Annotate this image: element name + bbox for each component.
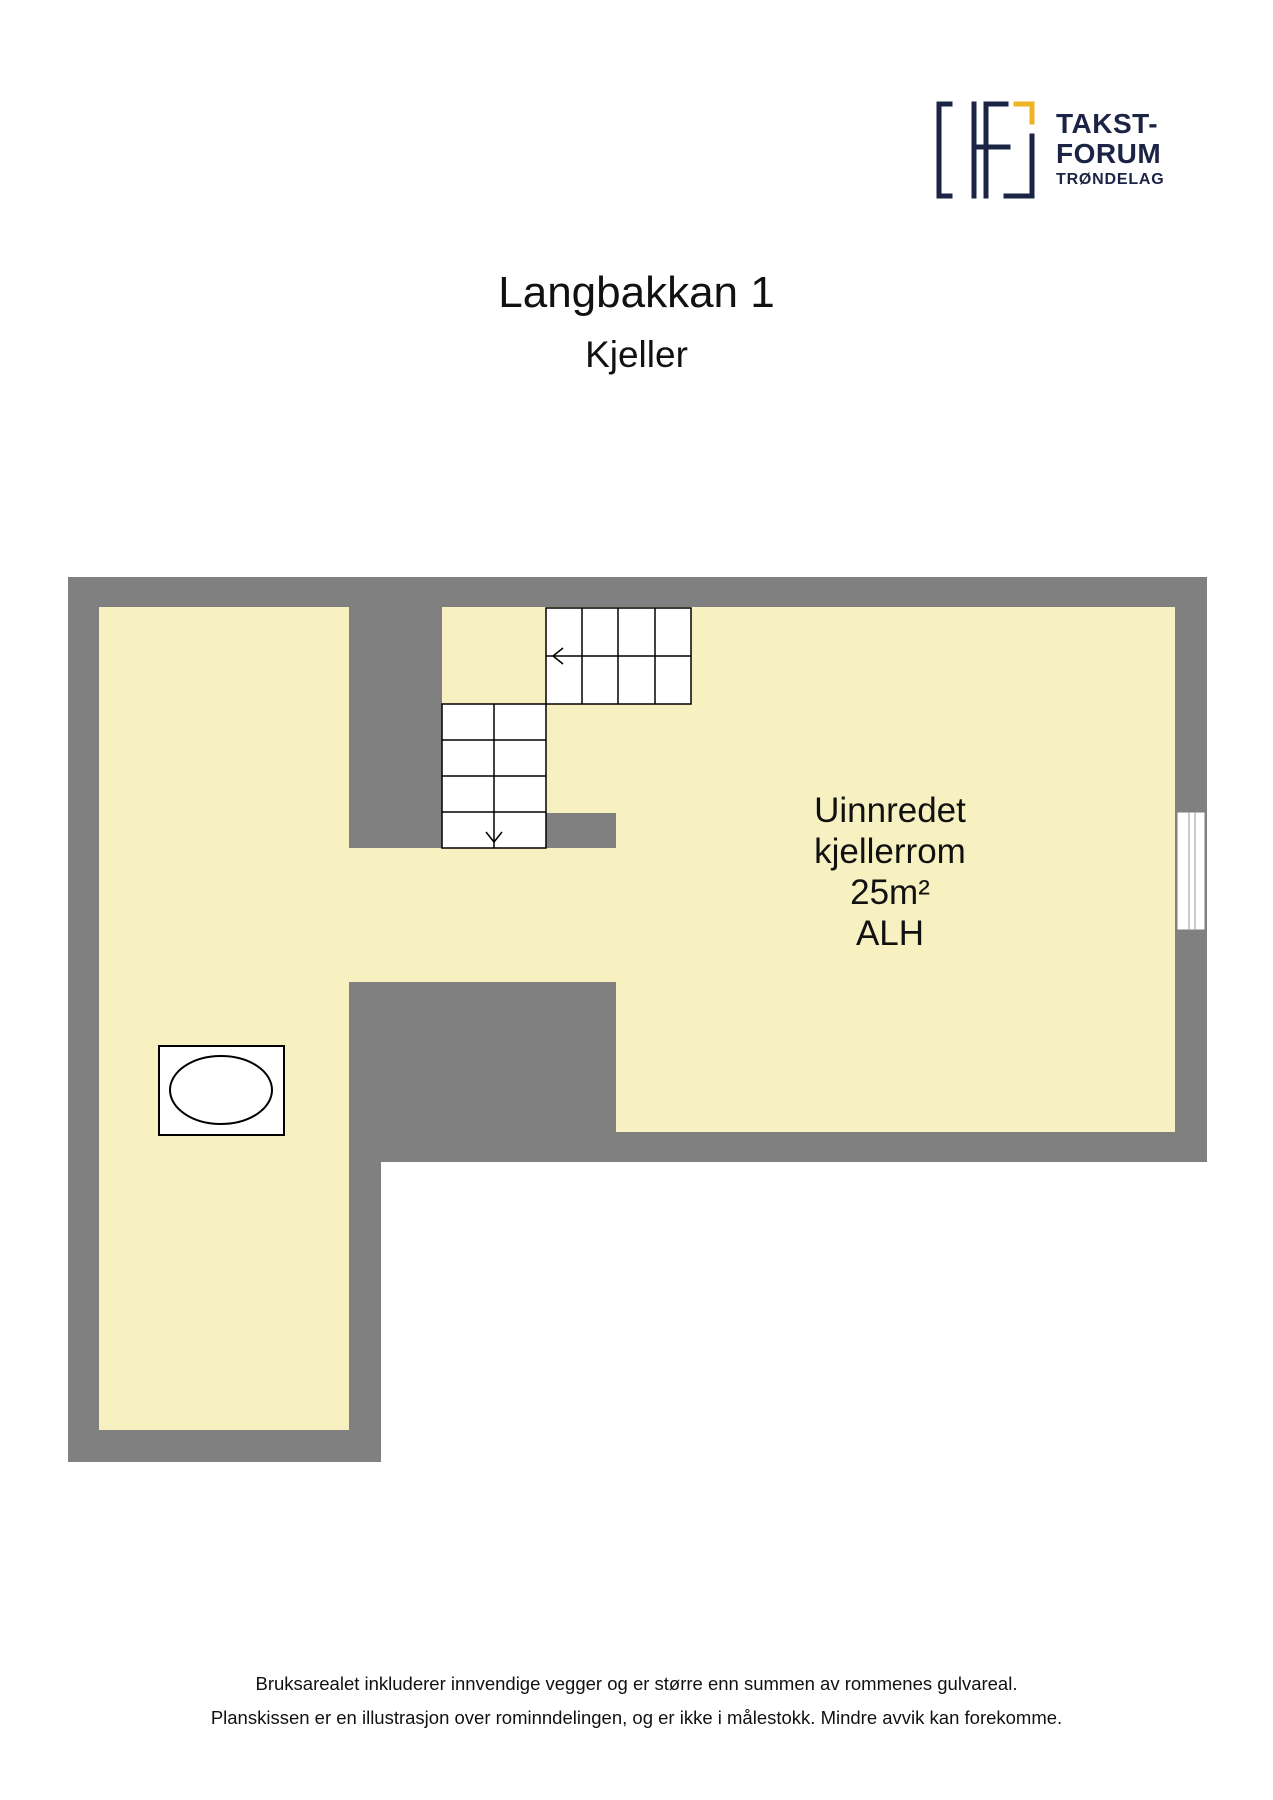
footer-note-2: Planskissen er en illustrasjon over romi… xyxy=(210,1707,1063,1728)
floor-name: Kjeller xyxy=(585,334,688,375)
stair-icon xyxy=(441,703,547,849)
room-name-line-1: Uinnredet xyxy=(814,791,966,830)
oval-basin-icon xyxy=(158,1045,285,1136)
logo-mark-icon xyxy=(936,101,1035,199)
logo-text: TAKST- FORUM TRØNDELAG xyxy=(1056,110,1165,188)
logo-line-3: TRØNDELAG xyxy=(1056,171,1165,188)
logo-line-2: FORUM xyxy=(1056,138,1162,169)
room-label: Uinnredet kjellerrom 25m² ALH xyxy=(740,790,1040,954)
footer-note-1: Bruksarealet inkluderer innvendige vegge… xyxy=(255,1673,1018,1694)
stair-icon xyxy=(545,607,692,705)
floor-area xyxy=(99,607,1175,1430)
room-name-line-2: kjellerrom xyxy=(814,832,966,871)
room-note: ALH xyxy=(855,914,925,953)
window-icon xyxy=(1176,811,1206,931)
plan-title: Langbakkan 1 xyxy=(498,268,775,317)
room-area: 25m² xyxy=(850,873,930,912)
wall-stub xyxy=(545,813,616,848)
takstforum-logo: TAKST- FORUM TRØNDELAG xyxy=(936,100,1196,200)
logo-line-1: TAKST- xyxy=(1056,108,1159,139)
